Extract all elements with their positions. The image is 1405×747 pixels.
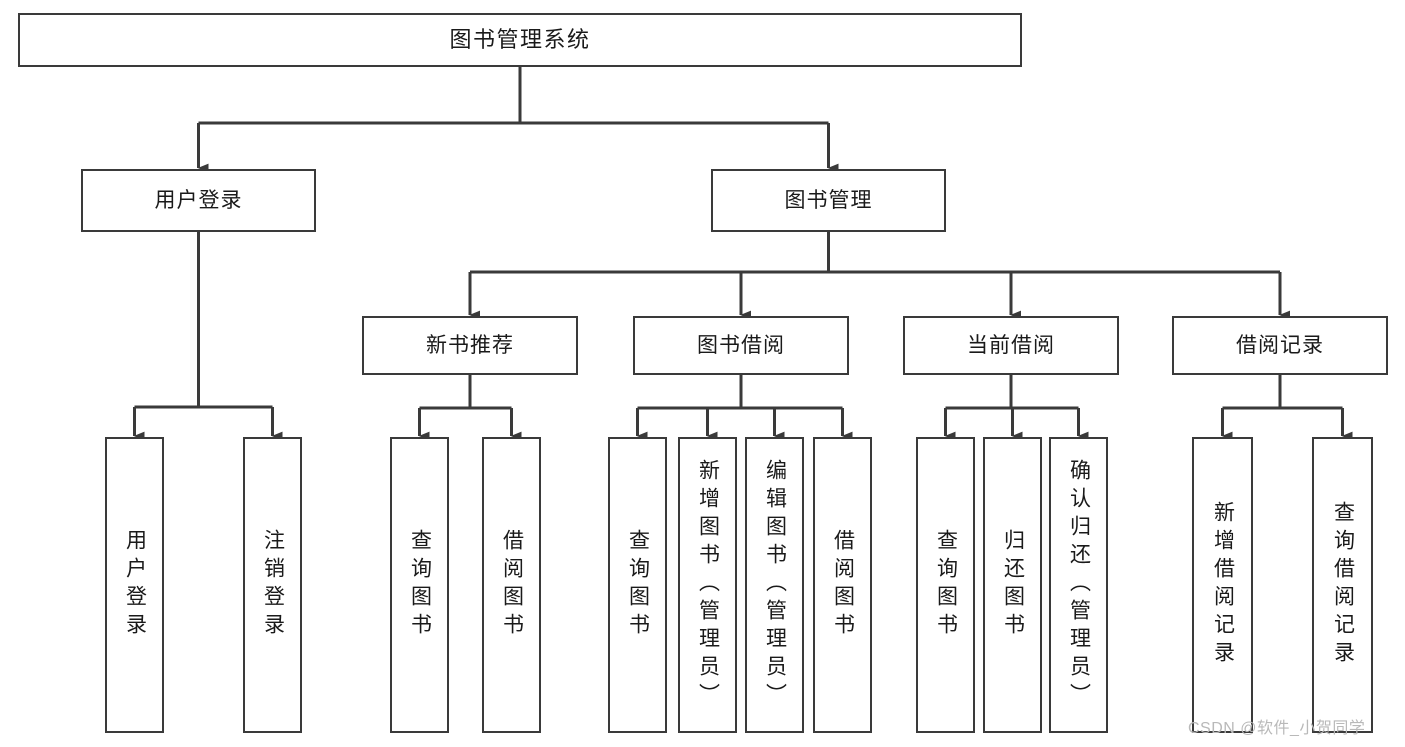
- node-leaf-user-login[interactable]: 用户登录: [105, 437, 164, 733]
- node-leaf-logout-login[interactable]: 注销登录: [243, 437, 302, 733]
- node-new-book-recommend[interactable]: 新书推荐: [362, 316, 578, 375]
- node-leaf-query-book-current[interactable]: 查询图书: [916, 437, 975, 733]
- node-leaf-query-book-recommend[interactable]: 查询图书: [390, 437, 449, 733]
- node-book-borrow[interactable]: 图书借阅: [633, 316, 849, 375]
- node-leaf-add-book-admin[interactable]: 新增图书（管理员）: [678, 437, 737, 733]
- node-leaf-edit-book-admin[interactable]: 编辑图书（管理员）: [745, 437, 804, 733]
- node-current-borrow[interactable]: 当前借阅: [903, 316, 1119, 375]
- node-leaf-return-book[interactable]: 归还图书: [983, 437, 1042, 733]
- node-leaf-borrow-book-recommend[interactable]: 借阅图书: [482, 437, 541, 733]
- node-root-book-management-system[interactable]: 图书管理系统: [18, 13, 1022, 67]
- node-user-login[interactable]: 用户登录: [81, 169, 316, 232]
- watermark-text: CSDN @软件_小贺同学: [1188, 720, 1366, 737]
- node-book-management[interactable]: 图书管理: [711, 169, 946, 232]
- node-leaf-query-borrow-record[interactable]: 查询借阅记录: [1312, 437, 1373, 733]
- node-leaf-confirm-return-admin[interactable]: 确认归还（管理员）: [1049, 437, 1108, 733]
- node-borrow-record[interactable]: 借阅记录: [1172, 316, 1388, 375]
- node-leaf-add-borrow-record[interactable]: 新增借阅记录: [1192, 437, 1253, 733]
- node-leaf-query-book-borrow[interactable]: 查询图书: [608, 437, 667, 733]
- node-leaf-borrow-book[interactable]: 借阅图书: [813, 437, 872, 733]
